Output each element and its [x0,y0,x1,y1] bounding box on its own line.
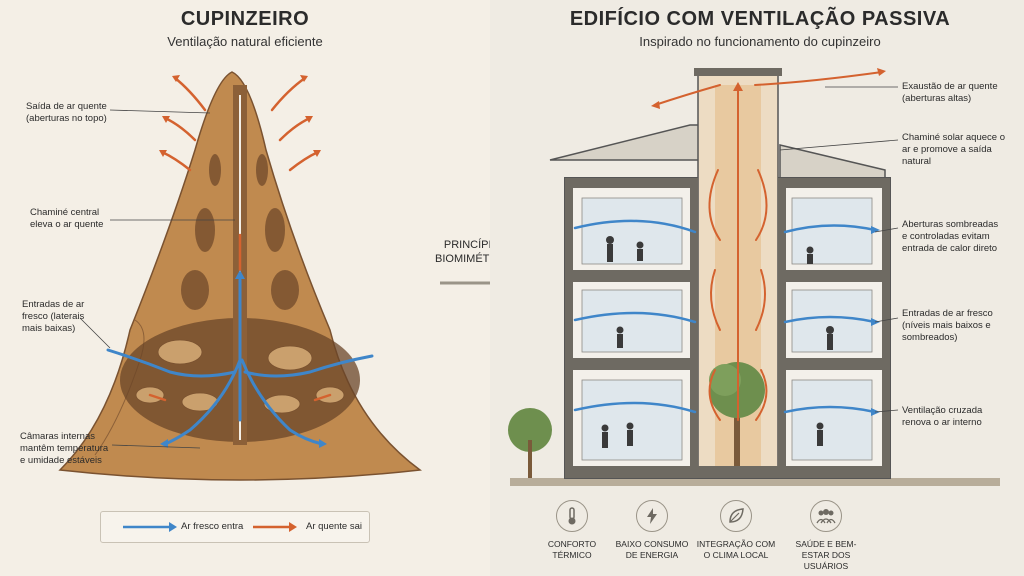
termite-mound-panel: CUPINZEIRO Ventilação natural eficiente [0,0,490,576]
legend-fresh-air: Ar fresco entra [181,521,244,532]
people-icon [816,509,836,524]
note-hot-air-exit: Saída de ar quente (aberturas no topo) [26,101,107,124]
note-cross-ventilation: Ventilação cruzada renova o ar interno [902,405,983,428]
legend-hot-air: Ar quente sai [306,521,362,532]
leaf-icon [729,508,744,523]
lightning-icon [647,508,657,524]
thermometer-icon [568,507,576,525]
building-illustration [508,68,1000,486]
building-subtitle: Inspirado no funcionamento do cupinzeiro [639,34,881,49]
note-central-chimney: Chaminé central eleva o ar quente [30,207,104,230]
note-fresh-air-entry: Entradas de ar fresco (laterais mais bai… [22,299,85,334]
hot-air-arrow-icon [253,522,297,532]
note-solar-chimney: Chaminé solar aquece o ar e promove a sa… [902,132,1005,167]
benefit-climate-integration: INTEGRAÇÃO COM O CLIMA LOCAL [696,500,776,561]
termite-mound-illustration [58,71,422,481]
fresh-air-arrow-icon [123,522,177,532]
benefit-low-energy: BAIXO CONSUMO DE ENERGIA [612,500,692,561]
benefit-label: SAÚDE E BEM-ESTAR DOS USUÁRIOS [795,539,857,571]
benefit-label: INTEGRAÇÃO COM O CLIMA LOCAL [696,539,776,560]
note-fresh-air-inlets: Entradas de ar fresco (níveis mais baixo… [902,308,993,343]
note-hot-air-exhaust: Exaustão de ar quente (aberturas altas) [902,81,998,104]
note-internal-chambers: Câmaras internas mantêm temperatura e um… [20,431,109,466]
benefit-health-wellbeing: SAÚDE E BEM-ESTAR DOS USUÁRIOS [786,500,866,572]
termite-mound-subtitle: Ventilação natural eficiente [167,34,323,49]
benefit-label: CONFORTO TÉRMICO [547,539,597,560]
building-panel: EDIFÍCIO COM VENTILAÇÃO PASSIVA Inspirad… [490,0,1024,576]
termite-mound-title: CUPINZEIRO [180,8,310,30]
airflow-legend: Ar fresco entra Ar quente sai [100,511,370,543]
benefit-thermal-comfort: CONFORTO TÉRMICO [532,500,612,561]
benefit-label: BAIXO CONSUMO DE ENERGIA [615,539,689,560]
building-title: EDIFÍCIO COM VENTILAÇÃO PASSIVA [569,8,951,30]
note-shaded-openings: Aberturas sombreadas e controladas evita… [902,219,999,254]
